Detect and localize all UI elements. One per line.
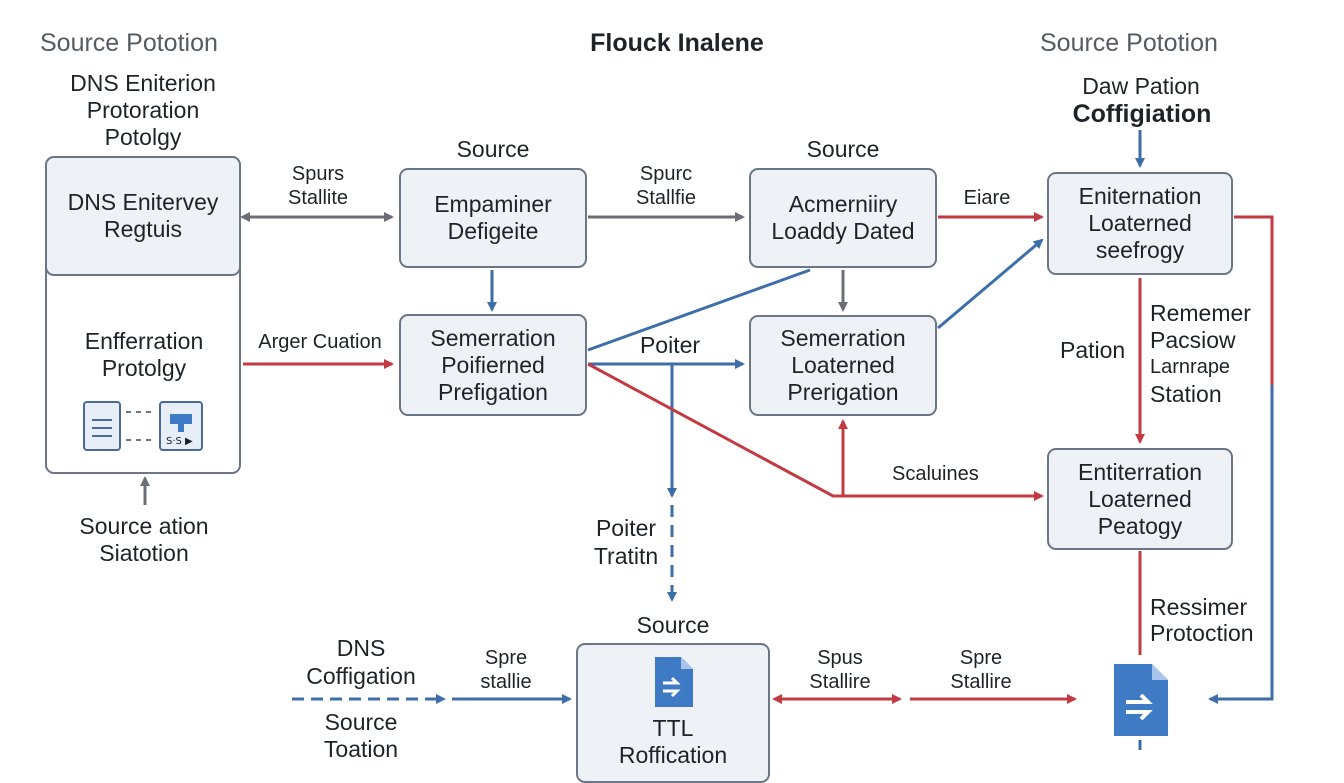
header-center-title: Flouck Inalene — [590, 29, 764, 57]
eniternation-line1: Eniternation — [1078, 183, 1202, 209]
dns-eniterion-line3: Potolgy — [104, 124, 182, 150]
arger-cuation-label: Arger Cuation — [258, 331, 382, 353]
dns-registry-line2: Regtuis — [104, 216, 182, 242]
spurs-label: Spurs — [291, 163, 345, 185]
poiter-tratitn-line2: Tratitn — [593, 543, 659, 569]
stallire-label-1: Stallire — [809, 671, 871, 693]
eniternation-box[interactable]: Eniternation Loaterned seefrogy — [1047, 172, 1233, 275]
stallie-label: stallie — [480, 671, 532, 693]
stallite-label: Stallite — [287, 187, 349, 209]
empaminer-box[interactable]: Empaminer Defigeite — [399, 168, 587, 268]
rememer-line3: Larnrape — [1150, 356, 1231, 378]
spre-label-2: Spre — [959, 647, 1003, 669]
scaluines-label: Scaluines — [892, 463, 979, 485]
diagram-canvas — [140, 130, 1274, 750]
document-icon: S·S ▶ — [83, 401, 203, 451]
semerration-1-box[interactable]: Semerration Poifierned Prefigation — [399, 314, 587, 416]
empaminer-line1: Empaminer — [434, 191, 552, 217]
arrow-semerration-diag-up — [587, 268, 811, 352]
source-label-1: Source — [456, 136, 530, 162]
entiterration-box[interactable]: Entiterration Loaterned Peatogy — [1047, 448, 1233, 550]
ressimer-line1: Ressimer — [1150, 594, 1248, 620]
semerration-1-line3: Prefigation — [438, 378, 548, 405]
svg-text:S·S ▶: S·S ▶ — [166, 436, 193, 447]
spurc-label: Spurc — [639, 163, 693, 185]
semerration-2-box[interactable]: Semerration Loaterned Prerigation — [749, 315, 937, 416]
poiter-label: Poiter — [639, 332, 701, 358]
rememer-line1: Rememer — [1150, 300, 1251, 326]
pation-label: Pation — [1060, 337, 1126, 363]
source-toation-line1: Source — [324, 709, 398, 735]
semerration-1-line1: Semerration — [430, 324, 556, 351]
file-transfer-icon — [655, 657, 693, 707]
source-label-2: Source — [806, 136, 880, 162]
empaminer-line2: Defigeite — [447, 218, 539, 244]
arrow-semerration-scaluines — [587, 362, 1044, 501]
dns-eniterion-line1: DNS Eniterion — [70, 70, 216, 96]
spre-label-1: Spre — [484, 647, 528, 669]
acmerniiry-line2: Loaddy Dated — [771, 218, 915, 244]
ttl-box[interactable]: TTL Roffication — [576, 643, 770, 783]
ttl-line1: TTL — [652, 715, 694, 741]
stallfie-label: Stallfie — [635, 187, 697, 209]
source-ation-line2: Siatotion — [99, 540, 189, 566]
header-right-title: Source Pototion — [1040, 29, 1218, 57]
dns-registry-box[interactable]: DNS Enitervey Regtuis — [45, 156, 241, 276]
source-bottom-label: Source — [636, 612, 710, 638]
eiare-label: Eiare — [963, 187, 1011, 209]
dns-registry-line1: DNS Enitervey — [67, 189, 219, 215]
poiter-tratitn-line1: Poiter — [595, 515, 657, 541]
ressimer-line2: Protoction — [1150, 620, 1254, 646]
arrow-semerration2-eniternation — [937, 238, 1044, 330]
enfferration-line1: Enfferration — [84, 328, 204, 354]
dns-eniterion-line2: Protoration — [86, 97, 200, 123]
semerration-1-line2: Poifierned — [441, 351, 545, 378]
enfferration-line2: Protolgy — [101, 355, 187, 381]
semerration-2-line2: Loaterned — [791, 352, 895, 378]
eniternation-line2: Loaterned — [1088, 210, 1192, 236]
ttl-line2: Roffication — [618, 742, 728, 768]
dns-coffigation-line2: Coffigation — [306, 663, 416, 689]
entiterration-line3: Peatogy — [1097, 512, 1183, 539]
document-transfer-icon — [1114, 664, 1168, 736]
eniternation-line3: seefrogy — [1095, 237, 1185, 263]
acmerniiry-line1: Acmerniiry — [788, 191, 898, 217]
semerration-2-line3: Prerigation — [787, 379, 899, 405]
header-left-title: Source Pototion — [40, 29, 218, 57]
semerration-2-line1: Semerration — [780, 325, 906, 351]
arrow-eniternation-right — [1234, 215, 1274, 385]
coffigiation-label: Coffigiation — [1072, 100, 1212, 128]
arrow-right-return — [1208, 385, 1274, 704]
source-ation-line1: Source ation — [79, 513, 209, 539]
rememer-line2: Pacsiow — [1150, 327, 1236, 353]
stallire-label-2: Stallire — [950, 671, 1012, 693]
rememer-line4: Station — [1150, 381, 1222, 407]
dns-coffigation-line1: DNS — [336, 635, 386, 661]
acmerniiry-box[interactable]: Acmerniiry Loaddy Dated — [749, 168, 937, 268]
spus-label: Spus — [817, 647, 863, 669]
daw-pation-label: Daw Pation — [1082, 73, 1200, 99]
entiterration-line2: Loaterned — [1088, 485, 1192, 512]
entiterration-line1: Entiterration — [1077, 458, 1202, 485]
